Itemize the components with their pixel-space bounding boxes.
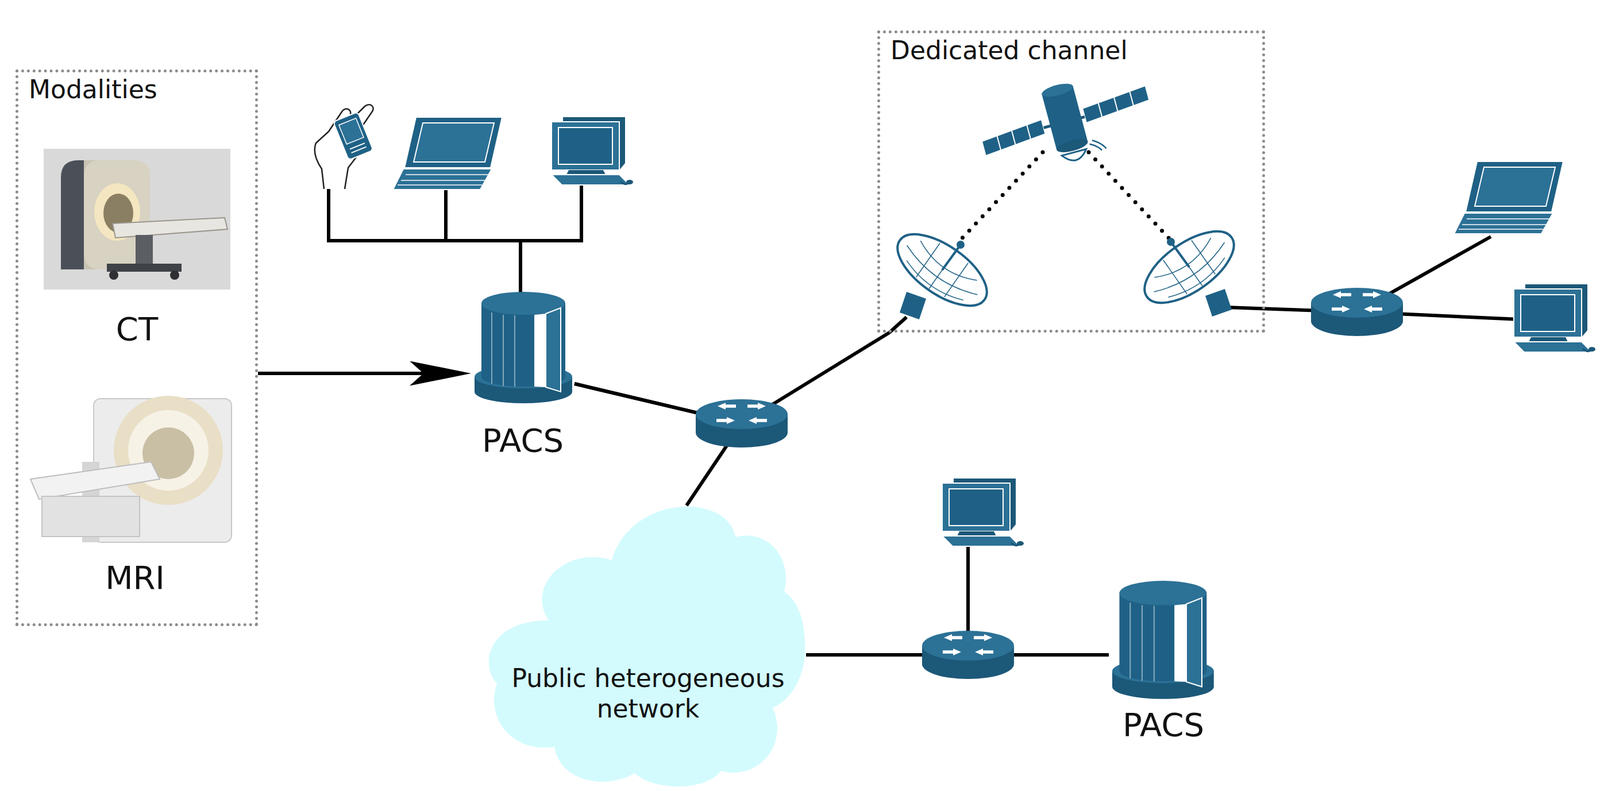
satellite-icon [1040, 81, 1075, 100]
router-icon [1311, 287, 1403, 337]
device-label: PACS [1122, 705, 1205, 744]
device-label: MRI [105, 558, 165, 597]
desktop-icon [942, 478, 1024, 547]
ct-scanner-picture [135, 234, 153, 267]
ct-scanner-picture [170, 270, 180, 280]
pda-icon [314, 104, 374, 190]
ct-scanner-picture [43, 148, 231, 290]
ct-scanner-picture [109, 270, 119, 280]
laptop-icon [392, 117, 503, 190]
radio-link [1088, 152, 1170, 239]
device-label: CT [116, 309, 158, 349]
channel-group: Dedicated channel [877, 30, 1266, 333]
network-link [257, 371, 454, 376]
laptop-icon [1454, 161, 1564, 234]
ct-scanner-picture [43, 148, 231, 290]
server-icon [1112, 580, 1214, 700]
pda-icon [333, 112, 374, 161]
mri-scanner-picture [113, 395, 223, 505]
group-title: Modalities [28, 74, 158, 106]
satellite-icon [1088, 137, 1107, 153]
satellite-icon [1081, 85, 1151, 123]
pda-icon [338, 118, 364, 145]
ct-scanner-picture [112, 217, 228, 238]
satellite-icon [980, 119, 1047, 156]
pda-icon [349, 143, 367, 153]
dish-icon [1132, 217, 1246, 317]
pacs-server: PACS [471, 287, 575, 460]
satellite-icon [1061, 149, 1089, 164]
satellite-icon [972, 63, 1160, 183]
network-wire [326, 182, 584, 299]
satellite-icon [996, 125, 1032, 151]
router-icon [695, 399, 788, 448]
ct-scanner-picture [106, 263, 182, 272]
radio-link [956, 152, 1170, 245]
desktop-icon [1513, 284, 1596, 353]
dish-icon [885, 220, 999, 320]
scanner: CT [43, 148, 231, 349]
router-icon [922, 630, 1015, 680]
pda-icon [314, 104, 374, 190]
mri-scanner-picture [30, 395, 232, 543]
network-cloud: Public heterogeneous network [479, 505, 807, 789]
satellite-icon [1097, 91, 1135, 118]
device-label: PACS [482, 421, 564, 460]
mri-scanner-picture [30, 461, 160, 500]
scanner: MRI [30, 392, 240, 597]
modality-group: ModalitiesCT MRI [15, 69, 258, 627]
pda-icon [333, 112, 374, 161]
group-title: Dedicated channel [890, 35, 1128, 67]
cloud-outline [479, 505, 807, 789]
ct-scanner-picture [60, 160, 84, 270]
server-icon [474, 291, 573, 404]
pacs-server: PACS [1108, 576, 1218, 744]
radio-link [956, 152, 1043, 245]
desktop-icon [551, 117, 634, 185]
cloud-outline [488, 506, 805, 787]
mri-scanner-picture [41, 496, 140, 537]
cloud-label: Public heterogeneous network [504, 663, 792, 725]
network-wire [326, 182, 1520, 655]
